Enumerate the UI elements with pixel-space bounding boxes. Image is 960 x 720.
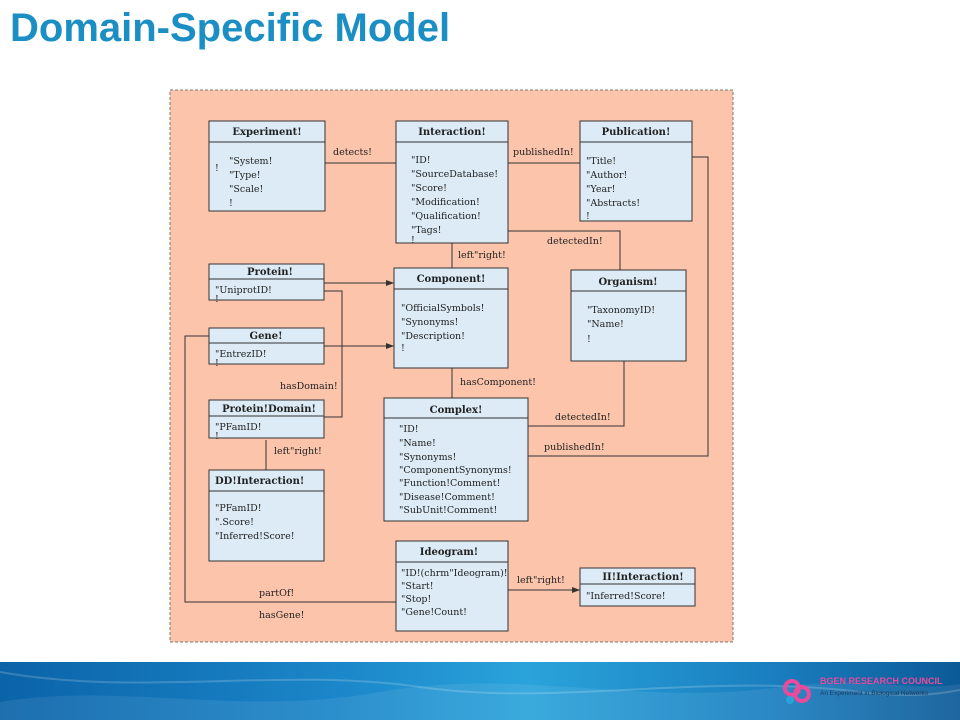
relation-label: detectedIn! bbox=[547, 236, 603, 247]
logo-name: BGEN RESEARCH COUNCIL bbox=[820, 676, 943, 686]
entity-protein-domain[interactable]: Protein!Domain! "PFamID! ! bbox=[208, 399, 325, 442]
svg-text:"UniprotID!: "UniprotID! bbox=[215, 285, 272, 296]
entity-title: Gene! bbox=[250, 331, 283, 342]
svg-text:"Type!: "Type! bbox=[229, 170, 261, 181]
entity-ideogram[interactable]: Ideogram! "ID!(chrm"Ideogram)! "Start! "… bbox=[395, 540, 509, 632]
svg-text:"Inferred!Score!: "Inferred!Score! bbox=[215, 531, 295, 542]
entity-experiment[interactable]: Experiment! "System! "Type! "Scale! ! ! bbox=[208, 120, 326, 212]
svg-text:"PFamID!: "PFamID! bbox=[215, 503, 262, 514]
relation-label: left"right! bbox=[458, 250, 506, 261]
svg-text:"ID!: "ID! bbox=[399, 424, 419, 435]
svg-text:!: ! bbox=[401, 343, 405, 354]
svg-text:"Qualification!: "Qualification! bbox=[411, 211, 481, 222]
svg-text:"Synonyms!: "Synonyms! bbox=[401, 317, 458, 328]
entity-title: Protein! bbox=[247, 267, 293, 278]
entity-ii-interaction[interactable]: II!Interaction! "Inferred!Score! bbox=[579, 567, 696, 607]
svg-text:"Score!: "Score! bbox=[411, 183, 447, 194]
svg-text:!: ! bbox=[215, 431, 219, 442]
svg-text:!: ! bbox=[215, 358, 219, 369]
svg-text:"OfficialSymbols!: "OfficialSymbols! bbox=[401, 303, 484, 314]
relation-label: publishedIn! bbox=[544, 442, 605, 453]
entity-title: Publication! bbox=[602, 127, 671, 138]
svg-text:"Scale!: "Scale! bbox=[229, 184, 263, 195]
entity-title: DD!Interaction! bbox=[215, 476, 304, 487]
relation-label: left"right! bbox=[274, 446, 322, 457]
svg-text:!: ! bbox=[215, 294, 219, 305]
svg-text:"Abstracts!: "Abstracts! bbox=[586, 198, 640, 209]
entity-title: Experiment! bbox=[232, 127, 301, 138]
svg-text:".Score!: ".Score! bbox=[215, 517, 254, 528]
connector-lines bbox=[184, 156, 709, 603]
svg-text:"Title!: "Title! bbox=[586, 156, 616, 167]
entity-title: Complex! bbox=[430, 405, 483, 416]
relation-label: hasGene! bbox=[259, 610, 304, 621]
entity-component[interactable]: Component! "OfficialSymbols! "Synonyms! … bbox=[393, 267, 509, 369]
relation-label: publishedIn! bbox=[513, 147, 574, 158]
entity-publication[interactable]: Publication! "Title! "Author! "Year! "Ab… bbox=[579, 120, 693, 222]
svg-text:"Name!: "Name! bbox=[587, 319, 624, 330]
relation-label: hasComponent! bbox=[460, 377, 536, 388]
svg-text:!: ! bbox=[411, 235, 415, 246]
entity-title: II!Interaction! bbox=[602, 572, 683, 583]
svg-text:"Name!: "Name! bbox=[399, 438, 436, 449]
logo-icon bbox=[783, 679, 811, 704]
svg-text:"Modification!: "Modification! bbox=[411, 197, 480, 208]
svg-text:"PFamID!: "PFamID! bbox=[215, 422, 262, 433]
entity-interaction[interactable]: Interaction! "ID! "SourceDatabase! "Scor… bbox=[395, 120, 509, 246]
svg-text:"Inferred!Score!: "Inferred!Score! bbox=[586, 591, 666, 602]
svg-text:!: ! bbox=[586, 211, 590, 222]
entity-protein[interactable]: Protein! "UniprotID! ! bbox=[208, 263, 325, 305]
entity-gene[interactable]: Gene! "EntrezID! ! bbox=[208, 327, 325, 369]
domain-model-diagram: Experiment! "System! "Type! "Scale! ! ! … bbox=[169, 89, 734, 643]
svg-text:"System!: "System! bbox=[229, 156, 272, 167]
entity-dd-interaction[interactable]: DD!Interaction! "PFamID! ".Score! "Infer… bbox=[208, 469, 325, 562]
arrow-heads bbox=[386, 280, 580, 593]
svg-text:"Start!: "Start! bbox=[401, 581, 434, 592]
svg-text:"Function!Comment!: "Function!Comment! bbox=[399, 478, 500, 489]
svg-text:"SourceDatabase!: "SourceDatabase! bbox=[411, 169, 498, 180]
entity-title: Component! bbox=[417, 274, 486, 285]
svg-text:"ID!(chrm"Ideogram)!: "ID!(chrm"Ideogram)! bbox=[401, 568, 508, 579]
entity-title: Organism! bbox=[598, 277, 657, 288]
relation-label: detectedIn! bbox=[555, 412, 611, 423]
relation-label: detects! bbox=[333, 147, 372, 158]
svg-text:"TaxonomyID!: "TaxonomyID! bbox=[587, 305, 655, 316]
slide-title: Domain-Specific Model bbox=[10, 6, 451, 50]
svg-text:"ComponentSynonyms!: "ComponentSynonyms! bbox=[399, 465, 512, 476]
entity-title: Interaction! bbox=[418, 127, 486, 138]
svg-text:!: ! bbox=[587, 334, 591, 345]
entity-title: Ideogram! bbox=[420, 547, 478, 558]
svg-text:"Tags!: "Tags! bbox=[411, 225, 441, 236]
svg-text:"Gene!Count!: "Gene!Count! bbox=[401, 607, 467, 618]
footer-waves-decoration bbox=[0, 671, 960, 720]
svg-text:"Stop!: "Stop! bbox=[401, 594, 431, 605]
svg-text:"ID!: "ID! bbox=[411, 155, 431, 166]
relation-label: left"right! bbox=[517, 575, 565, 586]
relation-label: partOf! bbox=[259, 588, 294, 599]
svg-text:!: ! bbox=[229, 198, 233, 209]
svg-text:"SubUnit!Comment!: "SubUnit!Comment! bbox=[399, 505, 497, 516]
entity-organism[interactable]: Organism! "TaxonomyID! "Name! ! bbox=[570, 269, 687, 362]
entity-complex[interactable]: Complex! "ID! "Name! "Synonyms! "Compone… bbox=[383, 397, 529, 522]
svg-text:"Author!: "Author! bbox=[586, 170, 627, 181]
svg-text:!: ! bbox=[215, 163, 219, 174]
svg-text:"Description!: "Description! bbox=[401, 331, 465, 342]
footer-banner: BGEN RESEARCH COUNCIL An Experiment in B… bbox=[0, 662, 960, 720]
svg-text:"Synonyms!: "Synonyms! bbox=[399, 452, 456, 463]
relation-labels: detects! publishedIn! detectedIn! left"r… bbox=[259, 147, 611, 621]
logo-tagline: An Experiment in Biological Networks bbox=[820, 690, 929, 697]
svg-text:"EntrezID!: "EntrezID! bbox=[215, 349, 267, 360]
relation-label: hasDomain! bbox=[280, 381, 338, 392]
council-logo: BGEN RESEARCH COUNCIL An Experiment in B… bbox=[780, 674, 955, 714]
svg-text:"Year!: "Year! bbox=[586, 184, 615, 195]
svg-text:"Disease!Comment!: "Disease!Comment! bbox=[399, 492, 495, 503]
entity-title: Protein!Domain! bbox=[222, 404, 316, 415]
